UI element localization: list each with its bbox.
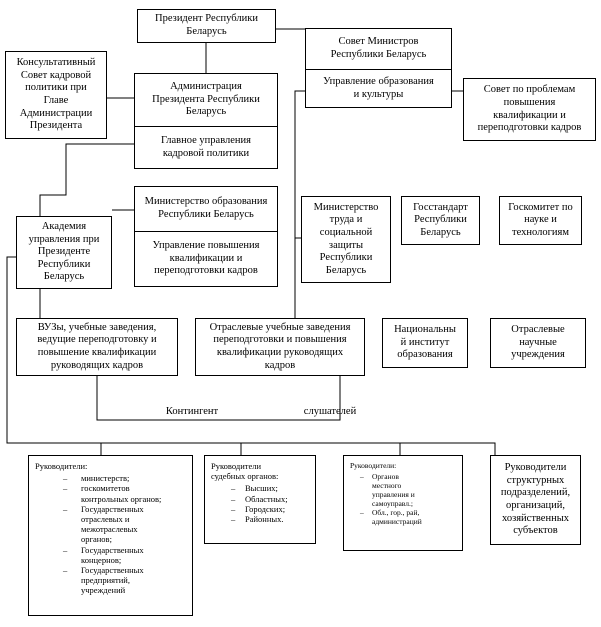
connector-line [96,376,341,421]
academy-label: Академия управления при Президенте Респу… [28,221,100,283]
goskomitet-box: Госкомитет по науке и технологиям [499,196,582,245]
universities-label: ВУЗы, учебные заведения, ведущие перепод… [37,321,157,371]
list-item: госкомитетов контрольных органов; [35,483,188,503]
list-item: Областных; [211,494,311,504]
advisory-council-box: Консультативный Совет кадровой политики … [5,51,107,139]
group-title: Руководители: [350,461,397,470]
gosstandart-label: Госстандарт Республики Беларусь [413,201,468,238]
divider [306,69,451,70]
divider [135,231,277,232]
group-title: Руководители судебных органов: [211,461,279,482]
qualification-council-label: Совет по проблемам повышения квалификаци… [477,84,582,134]
council-of-ministers-box: Совет Министров Республики Беларусь Упра… [305,28,452,108]
gosstandart-box: Госстандарт Республики Беларусь [401,196,480,245]
goskomitet-label: Госкомитет по науке и технологиям [508,201,573,238]
ministry-labor-box: Министерство труда и социальной защиты Р… [301,196,391,283]
qualification-council-box: Совет по проблемам повышения квалификаци… [463,78,596,141]
administration-box: Администрация Президента Республики Бела… [134,73,278,169]
qualification-dept-label: Управление повышения квалификации и пере… [152,240,260,277]
universities-box: ВУЗы, учебные заведения, ведущие перепод… [16,318,178,376]
list-item: Городских; [211,504,311,514]
list-item: Государственных концернов; [35,545,188,565]
contingent-label: Контингент [165,405,219,417]
divider [135,126,277,127]
sectoral-institutions-box: Отраслевые учебные заведения переподгото… [195,318,365,376]
national-institute-label: Национальны й институт образования [394,324,456,361]
structural-executives-label: Руководители структурных подразделений, … [500,462,571,537]
president-label: Президент Республики Беларусь [155,13,258,37]
sectoral-science-box: Отраслевые научные учреждения [490,318,586,368]
list-item: Государственных отраслевых и межотраслев… [35,504,188,545]
ministry-education-box: Министерство образования Республики Бела… [134,186,278,287]
listeners-label: слушателей [303,405,357,417]
list-item: Обл., гор., рай, администраций [350,508,458,526]
local-government-executives-group: Руководители: Органов местного управлени… [343,455,463,551]
list-item: Государственных предприятий, учреждений [35,565,188,596]
sectoral-institutions-label: Отраслевые учебные заведения переподгото… [209,321,351,371]
list-item: Высших; [211,483,311,493]
list-item: Органов местного управления и самоуправл… [350,472,458,508]
education-culture-dept-label: Управление образования и культуры [323,75,434,100]
ministry-labor-label: Министерство труда и социальной защиты Р… [313,201,379,276]
structural-executives-box: Руководители структурных подразделений, … [490,455,581,545]
academy-box: Академия управления при Президенте Респу… [16,216,112,289]
connector-line [6,256,496,455]
list-item: Районных. [211,514,311,524]
connector-line [294,90,305,318]
list-item: министерств; [35,473,188,483]
administration-label: Администрация Президента Республики Бела… [152,81,260,118]
group-title: Руководители: [35,461,88,471]
judicial-executives-group: Руководители судебных органов: Высших; О… [204,455,316,544]
council-of-ministers-label: Совет Министров Республики Беларусь [330,36,427,60]
president-box: Президент Республики Беларусь [137,9,276,43]
national-institute-box: Национальны й институт образования [382,318,468,368]
sectoral-science-label: Отраслевые научные учреждения [511,324,565,361]
ministry-education-label: Министерство образования Республики Бела… [144,196,268,220]
advisory-council-label: Консультативный Совет кадровой политики … [16,57,96,132]
connector-line [39,143,134,216]
main-hr-dept-label: Главное управления кадровой политики [161,134,251,159]
executives-group-1: Руководители: министерств; госкомитетов … [28,455,193,616]
